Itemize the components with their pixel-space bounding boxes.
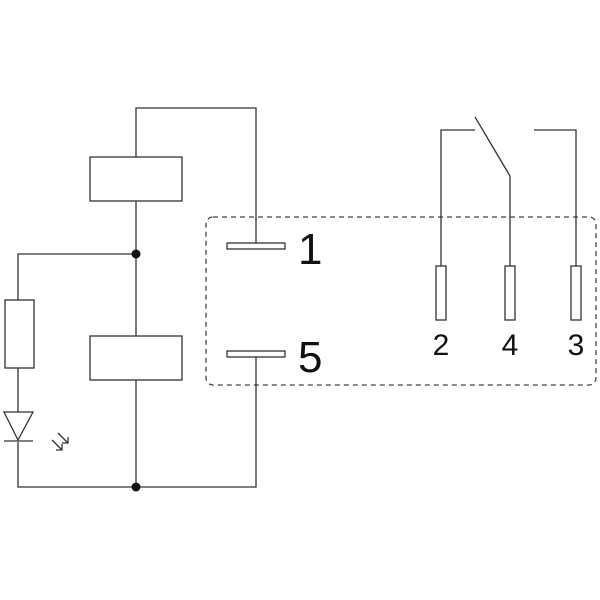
- wire-left-branch: [17, 253, 136, 300]
- wire-pin-2: [440, 129, 475, 266]
- led-icon: [2, 411, 35, 442]
- pin-3-label: 3: [568, 329, 585, 362]
- terminal-1-bar: [226, 242, 286, 250]
- terminal-5-label: 5: [298, 333, 322, 382]
- pin-4-terminal: [504, 265, 516, 321]
- lower-coil-box: [89, 335, 183, 381]
- light-emission-arrows-icon: [51, 432, 69, 451]
- wire-pin-3: [534, 129, 577, 266]
- terminal-1-label: 1: [298, 225, 322, 274]
- terminal-5-bar: [226, 350, 286, 358]
- pin-2-terminal: [435, 265, 447, 321]
- wire-top-to-terminal-1: [135, 107, 257, 243]
- pin-4-label: 4: [502, 329, 519, 362]
- junction-dot-bottom: [131, 482, 141, 492]
- upper-coil-box: [89, 156, 183, 202]
- relay-housing-dashed-border: [205, 216, 597, 386]
- pin-3-terminal: [570, 265, 582, 321]
- junction-dot-upper: [131, 249, 141, 259]
- pin-2-label: 2: [433, 329, 450, 362]
- resistor-box: [4, 299, 35, 369]
- switch-contact-icon: [474, 116, 511, 177]
